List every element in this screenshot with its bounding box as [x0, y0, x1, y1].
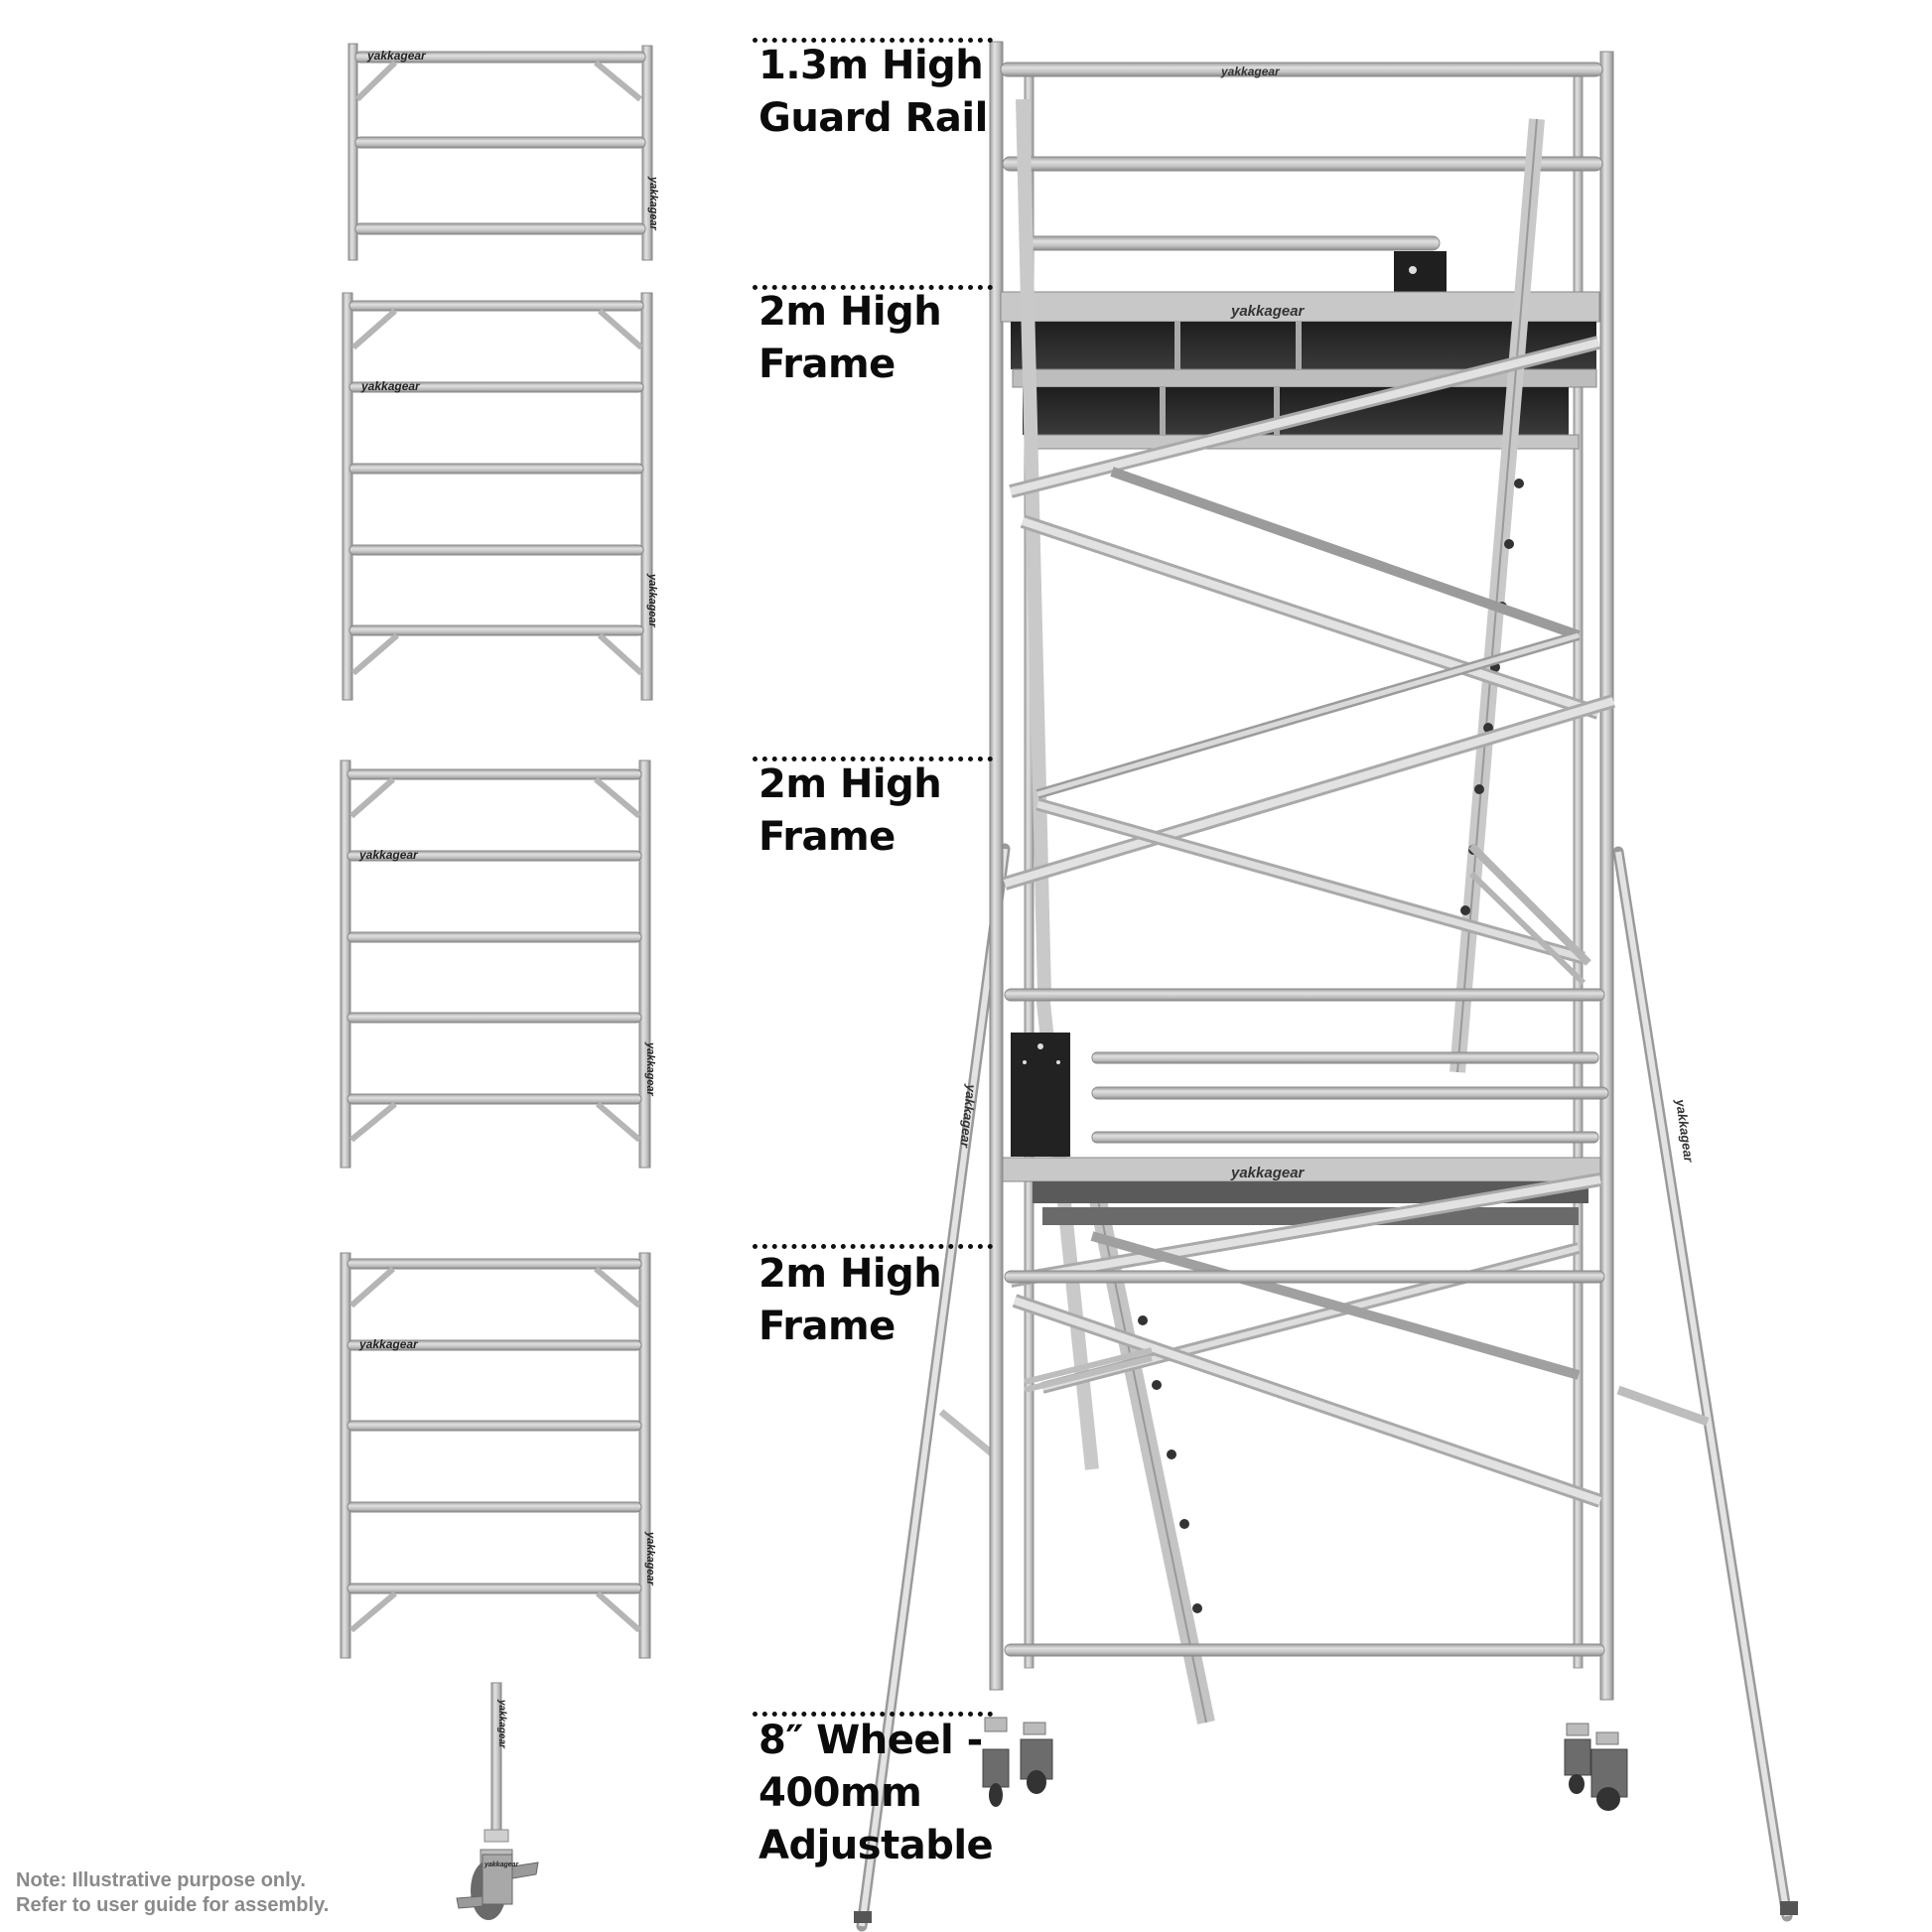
- svg-text:yakkagear: yakkagear: [647, 176, 659, 231]
- svg-text:yakkagear: yakkagear: [358, 848, 419, 862]
- svg-text:yakkagear: yakkagear: [360, 379, 421, 393]
- label-wheel-line1: 8″ Wheel -: [759, 1718, 983, 1763]
- svg-text:yakkagear: yakkagear: [358, 1337, 419, 1351]
- label-guard-rail-line2: Guard Rail: [759, 95, 988, 141]
- leader-line-frame-1: [753, 285, 993, 290]
- leader-line-wheel: [753, 1712, 993, 1717]
- label-frame-2-line2: Frame: [759, 814, 896, 860]
- assembled-tower: yakkagear yakkagear yakkagear yakkagear: [854, 41, 1798, 1932]
- svg-text:yakkagear: yakkagear: [1220, 65, 1281, 78]
- svg-text:yakkagear: yakkagear: [644, 1041, 656, 1097]
- disclaimer-line2: Refer to user guide for assembly.: [16, 1894, 330, 1916]
- label-guard-rail: 1.3m High Guard Rail: [759, 40, 988, 145]
- tower-castor-wheels: [982, 1717, 1628, 1811]
- svg-text:yakkagear: yakkagear: [1230, 303, 1306, 320]
- guard-rail-frame-part: yakkagear yakkagear: [347, 43, 659, 261]
- leader-line-frame-3: [753, 1244, 993, 1249]
- label-frame-3-line1: 2m High: [759, 1251, 942, 1297]
- svg-text:yakkagear: yakkagear: [646, 573, 658, 628]
- label-guard-rail-line1: 1.3m High: [759, 43, 984, 88]
- label-wheel-line2: 400mm: [759, 1770, 922, 1816]
- svg-text:yakkagear: yakkagear: [644, 1531, 656, 1587]
- label-wheel-line3: Adjustable: [759, 1823, 994, 1868]
- svg-text:yakkagear: yakkagear: [483, 1862, 520, 1868]
- svg-text:yakkagear: yakkagear: [366, 49, 427, 63]
- label-frame-3: 2m High Frame: [759, 1248, 942, 1353]
- disclaimer-note: Note: Illustrative purpose only. Refer t…: [16, 1868, 329, 1918]
- frame-part-2: yakkagear yakkagear: [340, 759, 656, 1169]
- label-frame-2: 2m High Frame: [759, 759, 942, 864]
- svg-text:yakkagear: yakkagear: [1673, 1097, 1697, 1164]
- label-frame-1-line2: Frame: [759, 342, 896, 387]
- label-frame-1: 2m High Frame: [759, 286, 942, 391]
- svg-text:yakkagear: yakkagear: [957, 1083, 979, 1150]
- frame-part-1: yakkagear yakkagear: [342, 292, 658, 701]
- label-frame-2-line1: 2m High: [759, 761, 942, 807]
- frame-part-3: yakkagear yakkagear: [340, 1252, 656, 1659]
- leader-line-guard-rail: [753, 38, 993, 43]
- label-wheel: 8″ Wheel - 400mm Adjustable: [759, 1715, 994, 1872]
- svg-text:yakkagear: yakkagear: [496, 1699, 507, 1749]
- label-frame-3-line2: Frame: [759, 1304, 896, 1349]
- label-frame-1-line1: 2m High: [759, 289, 942, 335]
- disclaimer-line1: Note: Illustrative purpose only.: [16, 1869, 306, 1891]
- leader-line-frame-2: [753, 757, 993, 761]
- castor-wheel-part: yakkagear yakkagear: [456, 1682, 539, 1920]
- svg-text:yakkagear: yakkagear: [1230, 1165, 1306, 1181]
